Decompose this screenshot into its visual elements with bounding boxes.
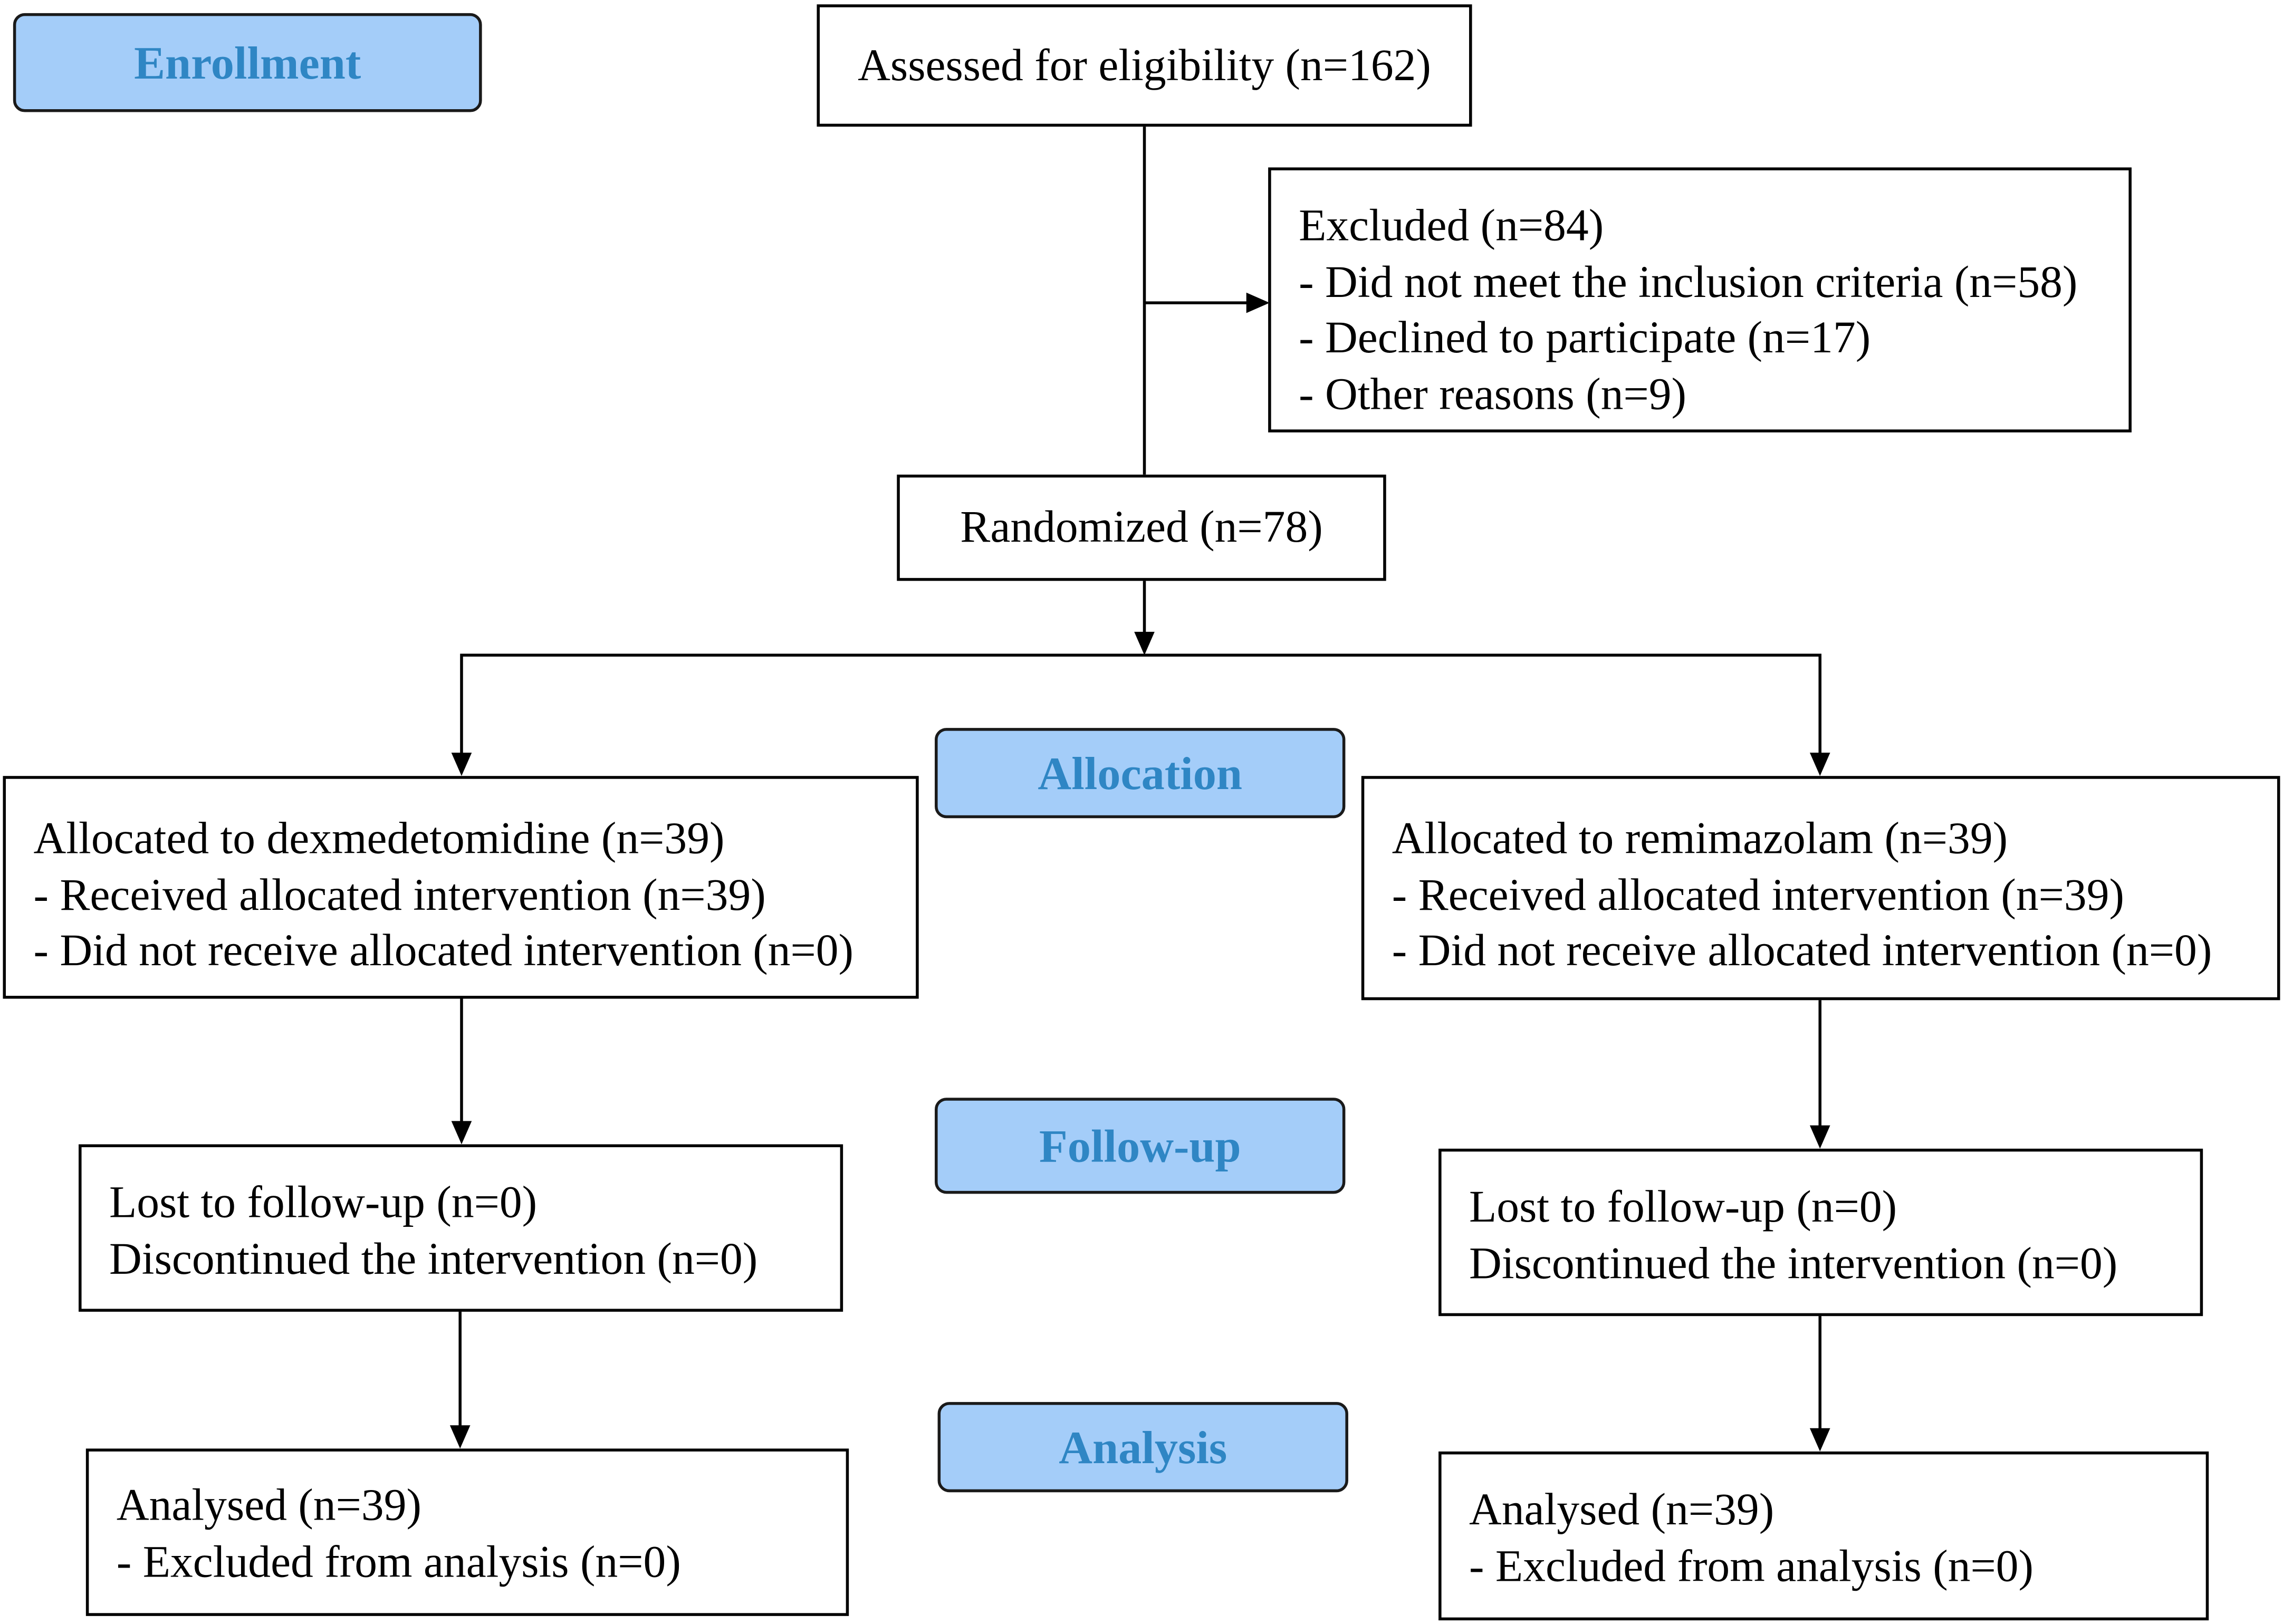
- arrowhead-right-allocation: [1809, 753, 1830, 776]
- stage-label-follow-up-text: Follow-up: [1039, 1119, 1241, 1171]
- followup-lost: Lost to follow-up (n=0): [109, 1176, 538, 1227]
- allocation-detail: - Did not receive allocated intervention…: [33, 924, 854, 976]
- followup-discontinued: Discontinued the intervention (n=0): [1469, 1236, 2118, 1288]
- allocation-detail: - Did not receive allocated intervention…: [1392, 924, 2212, 976]
- followup-discontinued: Discontinued the intervention (n=0): [109, 1232, 758, 1284]
- stage-label-enrollment: Enrollment: [13, 13, 482, 112]
- allocation-detail: - Received allocated intervention (n=39): [33, 868, 766, 920]
- analysis-analysed: Analysed (n=39): [116, 1479, 421, 1530]
- excluded-reason: - Declined to participate (n=17): [1299, 311, 1871, 363]
- arrowhead-right-analysis: [1809, 1428, 1830, 1452]
- assessed-box: Assessed for eligibility (n=162): [817, 4, 1472, 127]
- allocation-box-dexmedetomidine: Allocated to dexmedetomidine (n=39) - Re…: [3, 776, 919, 999]
- stage-label-analysis-text: Analysis: [1059, 1420, 1227, 1473]
- stage-label-analysis: Analysis: [937, 1402, 1348, 1493]
- excluded-reason: - Did not meet the inclusion criteria (n…: [1299, 255, 2078, 307]
- arrowhead-left-analysis: [449, 1425, 471, 1449]
- stage-label-follow-up: Follow-up: [935, 1098, 1346, 1194]
- allocation-title: Allocated to remimazolam (n=39): [1392, 812, 2008, 863]
- stage-label-allocation: Allocation: [935, 728, 1346, 819]
- arrowhead-left-allocation: [451, 753, 472, 776]
- followup-box-remimazolam: Lost to follow-up (n=0) Discontinued the…: [1438, 1148, 2203, 1317]
- excluded-reason: - Other reasons (n=9): [1299, 367, 1687, 419]
- arrowhead-randomized: [1134, 631, 1155, 656]
- stage-label-allocation-text: Allocation: [1038, 746, 1243, 799]
- randomized-text: Randomized (n=78): [960, 501, 1323, 552]
- followup-lost: Lost to follow-up (n=0): [1469, 1180, 1897, 1232]
- analysis-analysed: Analysed (n=39): [1469, 1483, 1774, 1535]
- analysis-excluded: - Excluded from analysis (n=0): [1469, 1539, 2034, 1591]
- analysis-box-dexmedetomidine: Analysed (n=39) - Excluded from analysis…: [85, 1448, 849, 1616]
- followup-box-dexmedetomidine: Lost to follow-up (n=0) Discontinued the…: [79, 1144, 843, 1312]
- excluded-box: Excluded (n=84) - Did not meet the inclu…: [1268, 167, 2132, 433]
- allocation-detail: - Received allocated intervention (n=39): [1392, 868, 2125, 920]
- allocation-box-remimazolam: Allocated to remimazolam (n=39) - Receiv…: [1361, 776, 2280, 1001]
- stage-label-enrollment-text: Enrollment: [134, 35, 361, 88]
- randomized-box: Randomized (n=78): [897, 474, 1386, 581]
- excluded-title: Excluded (n=84): [1299, 199, 1604, 251]
- allocation-title: Allocated to dexmedetomidine (n=39): [33, 812, 725, 863]
- analysis-excluded: - Excluded from analysis (n=0): [116, 1535, 681, 1587]
- connector-split: [460, 654, 1822, 756]
- arrowhead-right-followup: [1809, 1125, 1830, 1149]
- arrowhead-excluded: [1246, 292, 1270, 313]
- arrowhead-left-followup: [451, 1121, 472, 1145]
- analysis-box-remimazolam: Analysed (n=39) - Excluded from analysis…: [1438, 1451, 2209, 1621]
- assessed-text: Assessed for eligibility (n=162): [858, 39, 1431, 90]
